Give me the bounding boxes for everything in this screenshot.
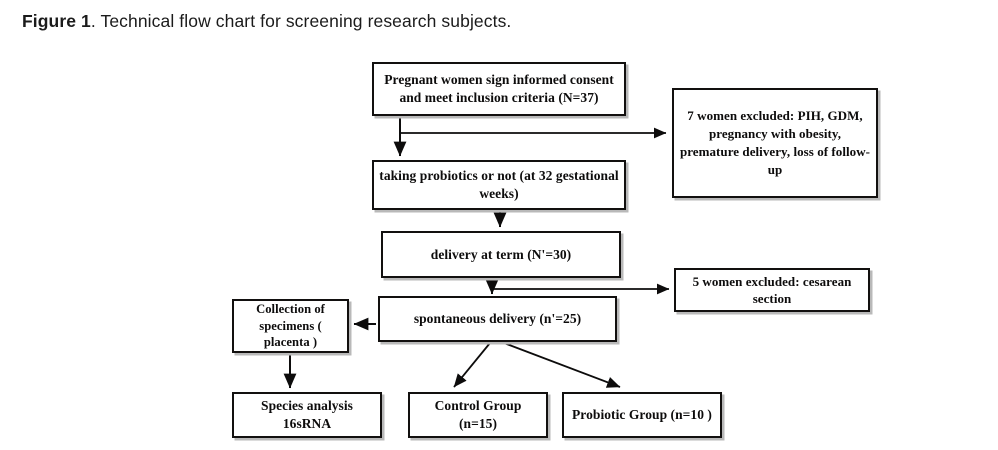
figure-caption-label: Figure 1 [22,11,91,31]
node-control-label: Control Group (n=15) [434,398,522,431]
node-species-analysis: Species analysis 16sRNA [232,392,382,438]
node-collection-label: Collection of specimens ( placenta ) [256,302,325,350]
edge-spontaneous-to-control [453,342,491,388]
node-seven-women-excluded: 7 women excluded: PIH, GDM, pregnancy wi… [672,88,878,198]
figure-caption: Figure 1. Technical flow chart for scree… [22,11,511,32]
node-spontaneous-label: spontaneous delivery (n'=25) [413,311,582,327]
node-probiotic-group-label: Probiotic Group (n=10 ) [572,407,712,423]
node-excluded-1-label: 7 women excluded: PIH, GDM, pregnancy wi… [679,108,871,177]
node-spontaneous-delivery: spontaneous delivery (n'=25) [378,296,617,342]
node-consent-label: Pregnant women sign informed consent and… [384,72,614,105]
node-control-group: Control Group (n=15) [408,392,548,438]
node-five-women-excluded: 5 women excluded: cesarean section [674,268,870,312]
node-probiotics-label: taking probiotics or not (at 32 gestatio… [379,168,619,201]
edge-spontaneous-to-probiotic-group [503,342,621,388]
node-term-label: delivery at term (N'=30) [430,246,572,262]
node-species-label: Species analysis 16sRNA [261,398,353,431]
node-collection-of-specimens: Collection of specimens ( placenta ) [232,299,349,353]
node-pregnant-women-consent: Pregnant women sign informed consent and… [372,62,626,116]
figure-caption-text: . Technical flow chart for screening res… [90,11,512,31]
node-excluded-2-label: 5 women excluded: cesarean section [692,273,852,306]
node-delivery-at-term: delivery at term (N'=30) [381,231,621,278]
node-taking-probiotics-or-not: taking probiotics or not (at 32 gestatio… [372,160,626,210]
node-probiotic-group: Probiotic Group (n=10 ) [562,392,722,438]
